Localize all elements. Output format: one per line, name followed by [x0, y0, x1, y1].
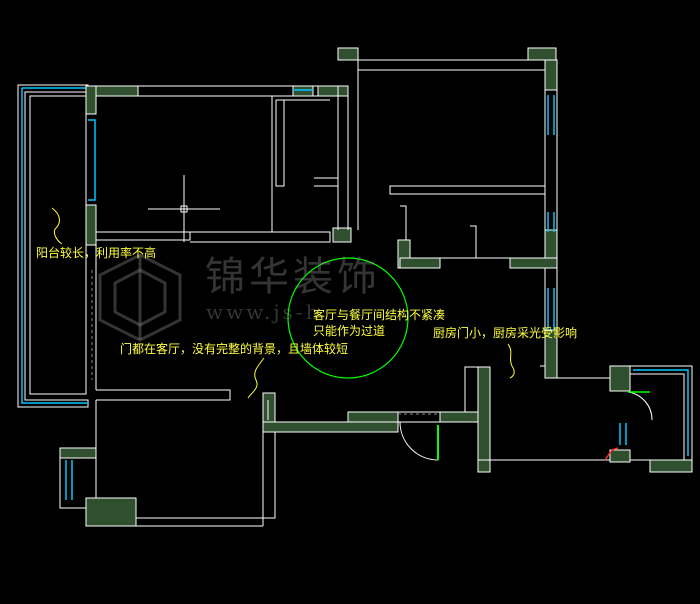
highlight-circle — [287, 257, 409, 379]
annotation-leaders — [51, 207, 515, 399]
watermark-url: www.js-h — [206, 300, 322, 324]
cad-crosshair-cursor — [148, 175, 220, 242]
annotation-living-dining-line1: 客厅与餐厅间结构不紧凑 — [313, 308, 446, 322]
annotation-kitchen: 厨房门小，厨房采光受影响 — [433, 326, 578, 340]
annotation-doors: 门都在客厅，没有完整的背景，且墙体较短 — [120, 342, 349, 356]
windows — [65, 89, 689, 500]
doors — [91, 270, 653, 461]
exterior-walls — [59, 47, 693, 527]
annotation-living-dining-line2: 只能作为过道 — [313, 324, 386, 338]
balcony-window-left — [17, 84, 96, 408]
interior-walls — [59, 59, 693, 527]
annotation-balcony: 阳台较长，利用率不高 — [36, 246, 157, 260]
watermark-logo — [98, 253, 182, 342]
watermark-name: 锦华装饰 — [205, 254, 381, 300]
